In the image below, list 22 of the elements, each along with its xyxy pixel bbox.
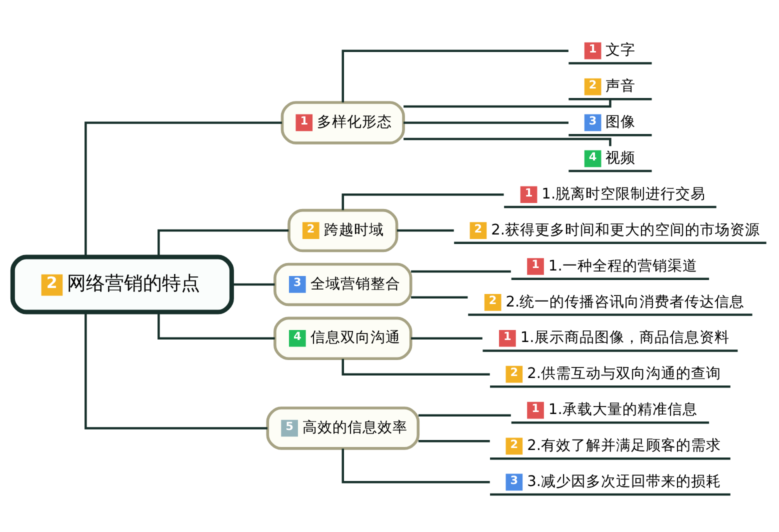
node-box: 5 高效的信息效率	[266, 406, 420, 450]
connector	[404, 121, 568, 124]
node-box: 2 跨越时域	[288, 208, 398, 252]
connector	[418, 440, 490, 442]
connector	[158, 312, 275, 339]
connector	[418, 414, 511, 416]
node-box: 3 全域营销整合	[274, 262, 412, 306]
node-box: 2 网络营销的特点	[10, 254, 234, 314]
connector	[342, 49, 568, 102]
connector	[411, 296, 468, 298]
connector	[84, 312, 268, 429]
connector	[404, 137, 612, 146]
connector	[404, 98, 612, 108]
connector	[342, 448, 490, 483]
connector	[411, 336, 482, 339]
connector	[232, 282, 275, 286]
connector	[411, 270, 511, 272]
node-box: 4 信息双向沟通	[274, 316, 412, 360]
connector	[158, 228, 289, 256]
connector	[84, 121, 282, 256]
node-box: 1 多样化形态	[280, 100, 405, 144]
connector	[396, 228, 454, 232]
